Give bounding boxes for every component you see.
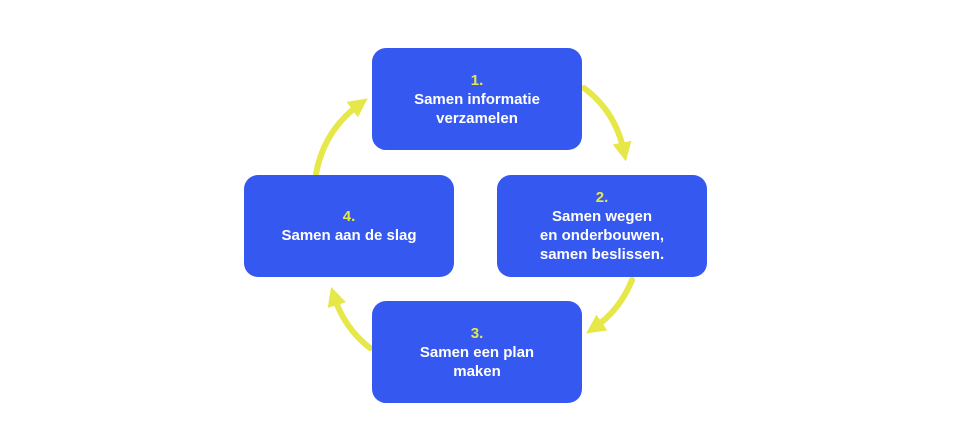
step-1-box: 1. Samen informatie verzamelen [372,48,582,150]
arrow-step2-to-step3 [586,277,635,334]
step-4-line-1: Samen aan de slag [281,227,417,244]
step-3-number: 3. [470,324,484,342]
arrow-step1-to-step2 [581,85,632,162]
arrow-step3-to-step4 [327,286,373,351]
step-2-line-3: samen beslissen. [539,246,665,263]
step-3-box: 3. Samen een plan maken [372,301,582,403]
step-3-line-2: maken [453,362,501,380]
step-2-line-2: en onderbouwen, [539,227,665,244]
step-2-number: 2. [595,189,609,206]
step-4-box: 4. Samen aan de slag [244,175,454,277]
step-2-line-1: Samen wegen [551,208,653,225]
step-3-line-1: Samen een plan [419,343,535,361]
arrow-step4-to-step1 [313,98,368,177]
step-1-line-1: Samen informatie [414,90,540,108]
step-4-number: 4. [342,208,356,225]
step-1-number: 1. [470,71,484,89]
step-1-line-2: verzamelen [436,109,518,127]
step-2-box: 2. Samen wegen en onderbouwen, samen bes… [497,175,707,277]
